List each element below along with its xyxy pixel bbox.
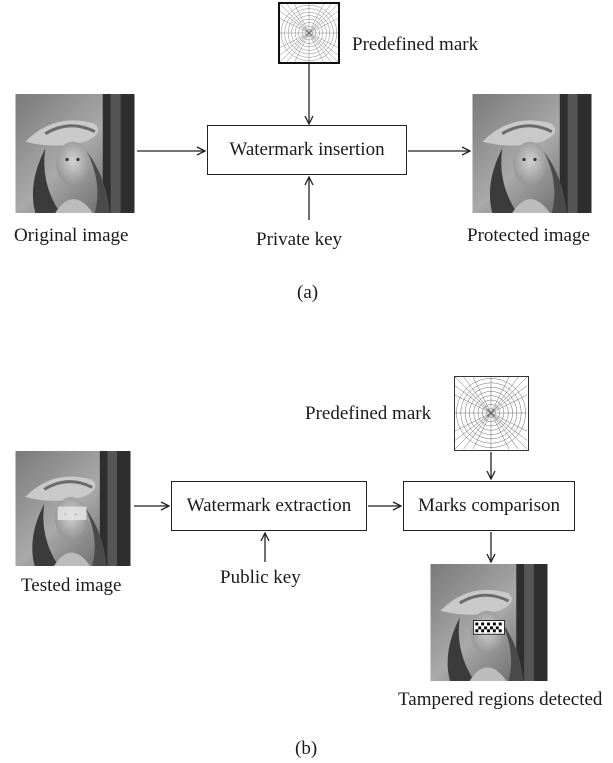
predefined-mark-label-a: Predefined mark [352, 34, 479, 55]
tested-image [13, 451, 133, 566]
protected-image [472, 94, 592, 213]
marks-comparison-box: Marks comparison [403, 481, 575, 531]
private-key-label: Private key [256, 229, 343, 250]
predefined-mark-image-a [278, 2, 340, 64]
public-key-label: Public key [220, 567, 301, 588]
watermark-insertion-box: Watermark insertion [207, 125, 407, 175]
original-image [15, 94, 135, 213]
predefined-mark-label-b: Predefined mark [305, 403, 432, 424]
tampered-image [429, 564, 549, 681]
original-image-label: Original image [14, 225, 129, 246]
predefined-mark-image-b [454, 376, 529, 451]
caption-a: (a) [297, 282, 319, 303]
tested-image-label: Tested image [21, 575, 122, 596]
tampered-regions-label: Tampered regions detected [398, 689, 603, 710]
caption-b: (b) [295, 738, 318, 759]
protected-image-label: Protected image [467, 225, 590, 246]
watermark-extraction-box: Watermark extraction [171, 481, 367, 531]
